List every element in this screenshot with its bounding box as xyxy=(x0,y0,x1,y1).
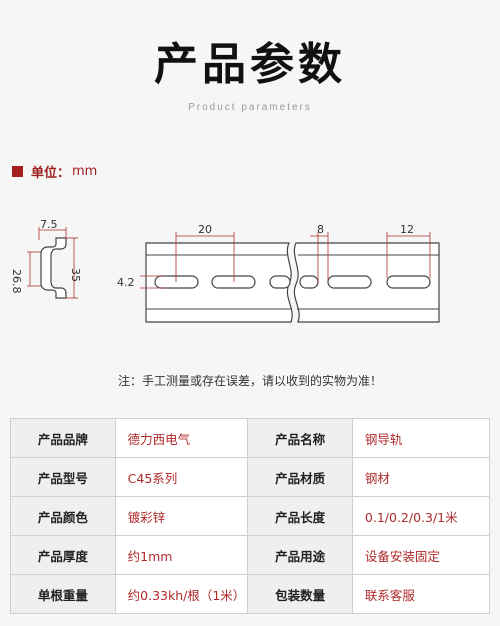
spec-key: 包装数量 xyxy=(247,574,353,614)
rail-profile xyxy=(40,237,67,299)
spec-key: 产品长度 xyxy=(247,496,353,536)
rail-dim-lines xyxy=(140,232,431,289)
dim-slot-gap: 8 xyxy=(317,223,324,236)
spec-key: 产品材质 xyxy=(247,457,353,497)
profile-outline xyxy=(40,237,67,299)
slot-1 xyxy=(154,275,199,289)
spec-key: 产品品牌 xyxy=(10,418,116,458)
slot-4 xyxy=(299,275,319,289)
measurement-note: 注：手工测量或存在误差，请以收到的实物为准！ xyxy=(117,374,382,388)
page-title: 产品参数 xyxy=(154,39,346,90)
table-row: 单根重量约0.33kh/根（1米）包装数量联系客服 xyxy=(10,574,491,614)
rail-flange-lines xyxy=(146,254,439,310)
spec-value: 钢材 xyxy=(351,457,491,497)
dim-slot-height: 4.2 xyxy=(117,276,135,289)
spec-value: 德力西电气 xyxy=(114,418,249,458)
rail-drawing: 7.5 26.8 35 20 8 12 4.2 xyxy=(10,218,440,323)
spec-key: 产品用途 xyxy=(247,535,353,575)
dim-profile-inner: 26.8 xyxy=(10,269,23,294)
spec-value: 钢导轨 xyxy=(351,418,491,458)
dim-profile-top: 7.5 xyxy=(40,218,58,231)
page-subtitle: Product parameters xyxy=(188,102,312,113)
spec-value: 镀彩锌 xyxy=(114,496,249,536)
spec-key: 产品颜色 xyxy=(10,496,116,536)
unit-label-row: 单位： mm xyxy=(12,162,97,181)
spec-value: 约0.33kh/根（1米） xyxy=(114,574,249,614)
spec-value: 0.1/0.2/0.3/1米 xyxy=(351,496,491,536)
spec-value: 设备安装固定 xyxy=(351,535,491,575)
dim-slot-length: 12 xyxy=(400,223,414,236)
slot-6 xyxy=(386,275,431,289)
unit-label: 单位： xyxy=(31,166,71,181)
slot-5 xyxy=(327,275,372,289)
table-row: 产品品牌德力西电气产品名称钢导轨 xyxy=(10,418,491,458)
square-bullet-icon xyxy=(12,166,23,177)
slot-2 xyxy=(211,275,256,289)
unit-value: mm xyxy=(72,164,98,179)
dim-profile-height: 35 xyxy=(69,268,82,282)
spec-key: 产品型号 xyxy=(10,457,116,497)
spec-value: 联系客服 xyxy=(351,574,491,614)
spec-value: 约1mm xyxy=(114,535,249,575)
spec-key: 产品名称 xyxy=(247,418,353,458)
dim-slot-spacing: 20 xyxy=(198,223,212,236)
rail-slots xyxy=(154,275,431,289)
spec-key: 产品厚度 xyxy=(10,535,116,575)
slot-3 xyxy=(269,275,291,289)
spec-key: 单根重量 xyxy=(10,574,116,614)
spec-value: C45系列 xyxy=(114,457,249,497)
